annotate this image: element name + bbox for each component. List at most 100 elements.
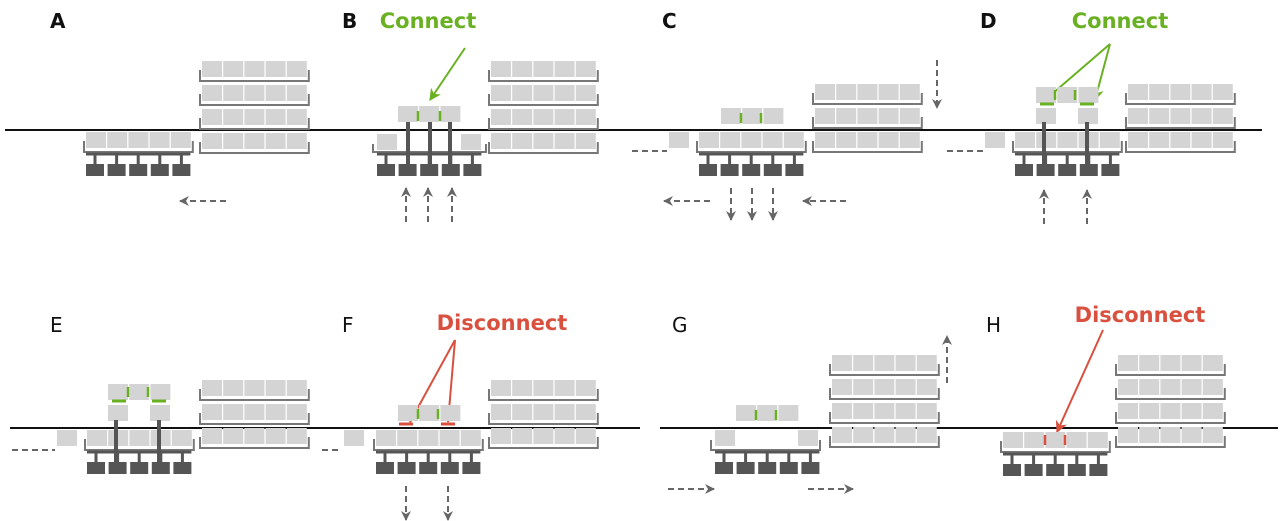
block-cell (895, 427, 916, 443)
block-cell (397, 430, 418, 446)
block-cell (853, 403, 874, 419)
block-cell (491, 380, 511, 396)
block-cell (1128, 84, 1148, 100)
tray-bracket (199, 413, 310, 425)
block-cell (763, 108, 784, 124)
block-cell (108, 405, 128, 421)
comb-foot (108, 462, 127, 474)
block-cell (202, 133, 222, 149)
block-cell (895, 379, 916, 395)
block-cell (1160, 379, 1181, 395)
comb-foot (720, 164, 739, 176)
block-cell (575, 85, 596, 101)
block-cell (575, 109, 596, 125)
comb-foot (397, 462, 416, 474)
block-cell (1078, 87, 1099, 103)
block-cell (575, 380, 596, 396)
block-cell (1191, 84, 1212, 100)
block-cell (1160, 427, 1181, 443)
comb-foot (1024, 464, 1043, 476)
block-cell (265, 109, 286, 125)
comb-foot (419, 462, 438, 474)
block-cell (1036, 87, 1056, 103)
block-cell (836, 132, 857, 148)
tray-bracket (829, 412, 940, 424)
block-cell (244, 428, 265, 444)
block-cell (265, 133, 286, 149)
block-cell (669, 132, 689, 148)
block-cell (460, 430, 481, 446)
block-cell (491, 404, 511, 420)
tray-bracket (373, 439, 484, 451)
block-cell (533, 380, 554, 396)
block-cell (223, 133, 244, 149)
block-cell (832, 379, 852, 395)
block-cell (1170, 132, 1191, 148)
tray-bracket (829, 436, 940, 448)
block-cell (108, 430, 129, 446)
block-cell (129, 430, 150, 446)
comb-foot (150, 164, 169, 176)
block-cell (1024, 432, 1045, 448)
tray-bracket (199, 118, 310, 130)
block-cell (874, 427, 895, 443)
block-cell (836, 84, 857, 100)
block-cell (57, 430, 77, 446)
block-cell (223, 404, 244, 420)
tray-bracket (812, 93, 923, 105)
block-cell (720, 132, 741, 148)
tray-bracket (829, 388, 940, 400)
block-cell (554, 404, 575, 420)
block-cell (107, 132, 128, 148)
block-cell (86, 132, 106, 148)
block-cell (554, 133, 575, 149)
block-cell (202, 404, 222, 420)
block-cell (1181, 355, 1202, 371)
block-cell (491, 85, 511, 101)
tray-bracket (488, 142, 599, 154)
block-cell (461, 134, 481, 150)
block-cell (1170, 108, 1191, 124)
tray-bracket (84, 439, 195, 451)
block-cell (699, 132, 719, 148)
callout-arrow (429, 47, 466, 101)
comb-foot (86, 164, 104, 176)
block-cell (721, 108, 741, 124)
tray-bracket (710, 440, 821, 451)
callout-text: Connect (1072, 9, 1168, 33)
tray-bracket (488, 437, 599, 449)
block-cell (1202, 355, 1223, 371)
tray-bracket (696, 141, 807, 153)
block-cell (265, 428, 286, 444)
block-cell (286, 380, 307, 396)
block-cell (899, 84, 920, 100)
block-cell (286, 61, 307, 77)
block-cell (202, 85, 222, 101)
block-cell (419, 106, 440, 122)
comb-foot (1036, 164, 1055, 176)
block-cell (554, 109, 575, 125)
block-cell (286, 109, 307, 125)
block-cell (1170, 84, 1191, 100)
block-cell (874, 379, 895, 395)
block-cell (244, 380, 265, 396)
comb-foot (779, 462, 798, 474)
block-cell (491, 428, 511, 444)
block-cell (878, 84, 899, 100)
block-cell (108, 384, 128, 400)
block-cell (1181, 427, 1202, 443)
block-cell (757, 405, 778, 421)
block-cell (533, 133, 554, 149)
block-cell (853, 355, 874, 371)
block-cell (916, 403, 937, 419)
block-cell (265, 61, 286, 77)
block-cell (150, 405, 170, 421)
block-cell (171, 430, 192, 446)
comb-foot (87, 462, 105, 474)
block-cell (778, 405, 799, 421)
block-cell (439, 430, 460, 446)
comb-foot (1046, 464, 1065, 476)
block-cell (815, 108, 835, 124)
tray-bracket (488, 413, 599, 425)
